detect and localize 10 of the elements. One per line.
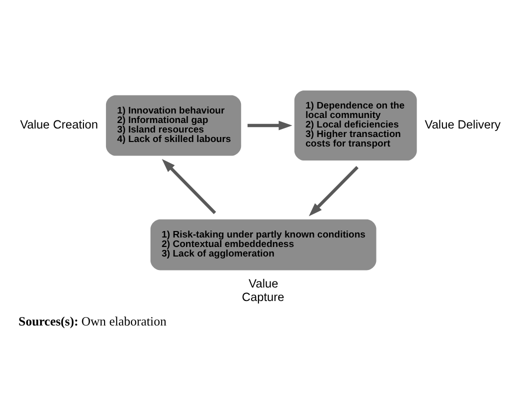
caption: Sources(s): Own elaboration <box>18 314 166 328</box>
arrow <box>162 158 216 214</box>
node-box: 1) Innovation behaviour 2) Informational gap 3) Island resources 4) Lack of skilled labours <box>106 94 242 156</box>
node-label: Value Creation <box>20 116 98 131</box>
arrow <box>248 120 292 130</box>
arrow <box>308 166 359 216</box>
node-box: 1) Risk-taking under partly known conditions 2) Contextual embeddedness 3) Lack of agglomeration <box>150 218 376 270</box>
node-label: Value Capture <box>242 276 284 304</box>
node-box: 1) Dependence on the local community 2) Local deficiencies 3) Higher transaction costs for transport <box>294 90 417 160</box>
node-label: Value Delivery <box>424 116 501 131</box>
